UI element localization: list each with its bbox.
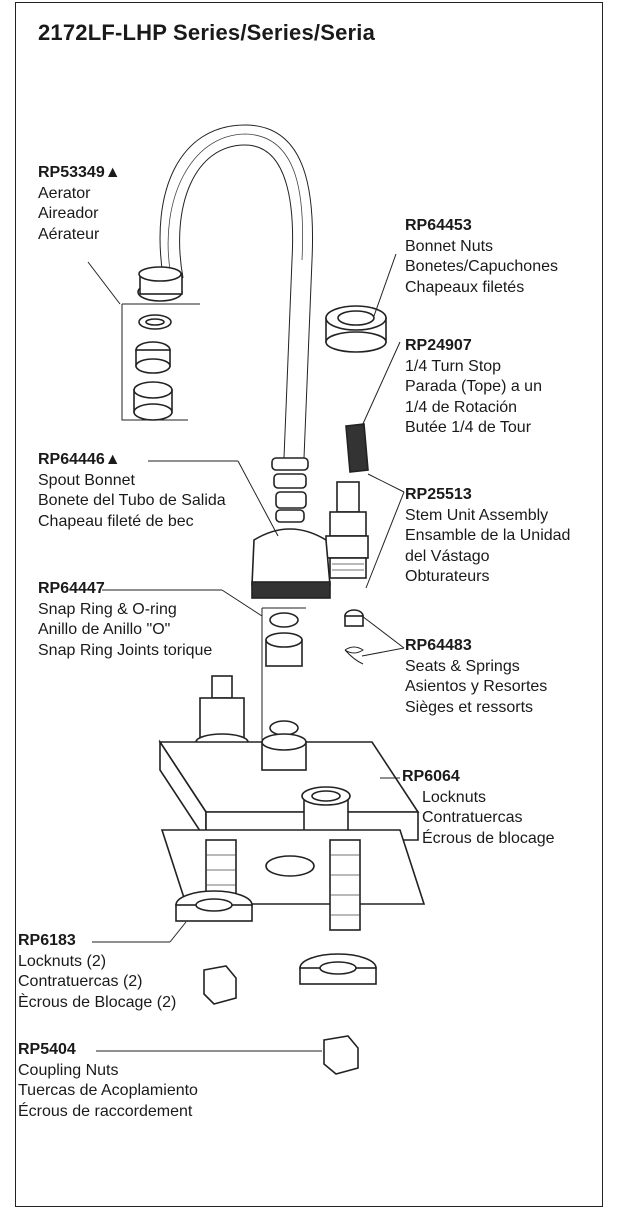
desc-es: Bonete del Tubo de Salida bbox=[38, 492, 226, 509]
aerator-parts-box bbox=[121, 303, 200, 421]
callout-mounting-locknuts: RP6183 Locknuts (2) Contratuercas (2) Èc… bbox=[18, 931, 176, 1013]
desc-en: Locknuts (2) bbox=[18, 952, 107, 970]
desc-fr: Aérateur bbox=[38, 225, 100, 243]
coupling-nut-right bbox=[323, 1035, 359, 1075]
callout-aerator: RP53349▲ Aerator Aireador Aérateur bbox=[38, 163, 121, 245]
part-number: RP25513 bbox=[405, 486, 472, 503]
callout-bonnet-nuts: RP64453 Bonnet Nuts Bonetes/Capuchones C… bbox=[405, 216, 558, 298]
desc-en: Bonnet Nuts bbox=[405, 237, 494, 255]
desc-en: Spout Bonnet bbox=[38, 471, 135, 489]
part-number: RP24907 bbox=[405, 337, 472, 354]
callout-seats-springs: RP64483 Seats & Springs Asientos y Resor… bbox=[405, 636, 547, 718]
desc-en: Seats & Springs bbox=[405, 657, 520, 675]
spout-bonnet bbox=[251, 528, 331, 599]
callout-snap-ring: RP64447 Snap Ring & O-ring Anillo de Ani… bbox=[38, 579, 212, 661]
bonnet-nut bbox=[325, 305, 387, 353]
desc-es: Contratuercas (2) bbox=[18, 973, 143, 990]
desc-es: Aireador bbox=[38, 205, 99, 222]
desc-en: Coupling Nuts bbox=[18, 1061, 119, 1079]
spout-joint bbox=[271, 457, 309, 523]
callout-locknuts: RP6064 Locknuts Contratuercas Écrous de … bbox=[402, 767, 555, 849]
desc-fr: Chapeaux filetés bbox=[405, 278, 525, 296]
leader-lines bbox=[87, 253, 405, 1052]
seats-and-springs bbox=[344, 609, 364, 665]
page-border bbox=[15, 2, 603, 1207]
part-number: RP64453 bbox=[405, 217, 472, 234]
callout-turn-stop: RP24907 1/4 Turn Stop Parada (Tope) a un… bbox=[405, 336, 542, 439]
part-number: RP64446▲ bbox=[38, 451, 121, 468]
desc-fr: Obturateurs bbox=[405, 568, 490, 585]
desc-es-2: 1/4 de Rotación bbox=[405, 398, 518, 416]
desc-fr: Snap Ring Joints torique bbox=[38, 641, 213, 659]
desc-en: Stem Unit Assembly bbox=[405, 506, 549, 524]
part-number: RP64483 bbox=[405, 637, 472, 654]
desc-es: Asientos y Resortes bbox=[405, 678, 548, 695]
desc-es: Parada (Tope) a un bbox=[405, 378, 542, 395]
desc-fr: Ècrous de Blocage (2) bbox=[18, 993, 177, 1011]
page-title: 2172LF-LHP Series/Series/Seria bbox=[38, 20, 376, 45]
mounting-locknut-right bbox=[299, 953, 377, 985]
turn-stop bbox=[345, 423, 369, 473]
callout-spout-bonnet: RP64446▲ Spout Bonnet Bonete del Tubo de… bbox=[38, 450, 226, 532]
stem-unit-assembly bbox=[325, 481, 369, 579]
part-number: RP5404 bbox=[18, 1041, 76, 1058]
desc-es: Ensamble de la Unidad bbox=[405, 527, 571, 544]
desc-fr: Sièges et ressorts bbox=[405, 698, 534, 716]
desc-es: Bonetes/Capuchones bbox=[405, 258, 558, 275]
desc-en: Locknuts bbox=[422, 788, 487, 806]
desc-fr: Butée 1/4 de Tour bbox=[405, 419, 532, 436]
callout-stem-unit: RP25513 Stem Unit Assembly Ensamble de l… bbox=[405, 485, 570, 588]
part-number: RP6064 bbox=[402, 768, 460, 785]
part-number: RP64447 bbox=[38, 580, 105, 597]
desc-es: Tuercas de Acoplamiento bbox=[18, 1082, 198, 1099]
desc-fr: Écrous de blocage bbox=[422, 829, 555, 847]
desc-en: Snap Ring & O-ring bbox=[38, 600, 177, 618]
left-stem bbox=[195, 675, 249, 751]
callout-coupling-nuts: RP5404 Coupling Nuts Tuercas de Acoplami… bbox=[18, 1040, 198, 1122]
faucet-body bbox=[158, 733, 420, 843]
desc-en: Aerator bbox=[38, 184, 91, 202]
snap-ring-box bbox=[261, 607, 322, 749]
spout-tube bbox=[159, 124, 314, 459]
coupling-nut-left bbox=[203, 965, 237, 1005]
mounting-locknut-left bbox=[175, 890, 253, 922]
desc-en: 1/4 Turn Stop bbox=[405, 357, 502, 375]
desc-fr: Écrous de raccordement bbox=[18, 1102, 193, 1120]
desc-es: Anillo de Anillo "O" bbox=[38, 621, 171, 638]
part-number: RP6183 bbox=[18, 932, 76, 949]
desc-es: Contratuercas bbox=[422, 809, 523, 826]
part-number: RP53349▲ bbox=[38, 164, 121, 181]
desc-es-2: del Vástago bbox=[405, 547, 490, 565]
desc-fr: Chapeau fileté de bec bbox=[38, 512, 194, 530]
aerator-tip bbox=[137, 266, 183, 302]
